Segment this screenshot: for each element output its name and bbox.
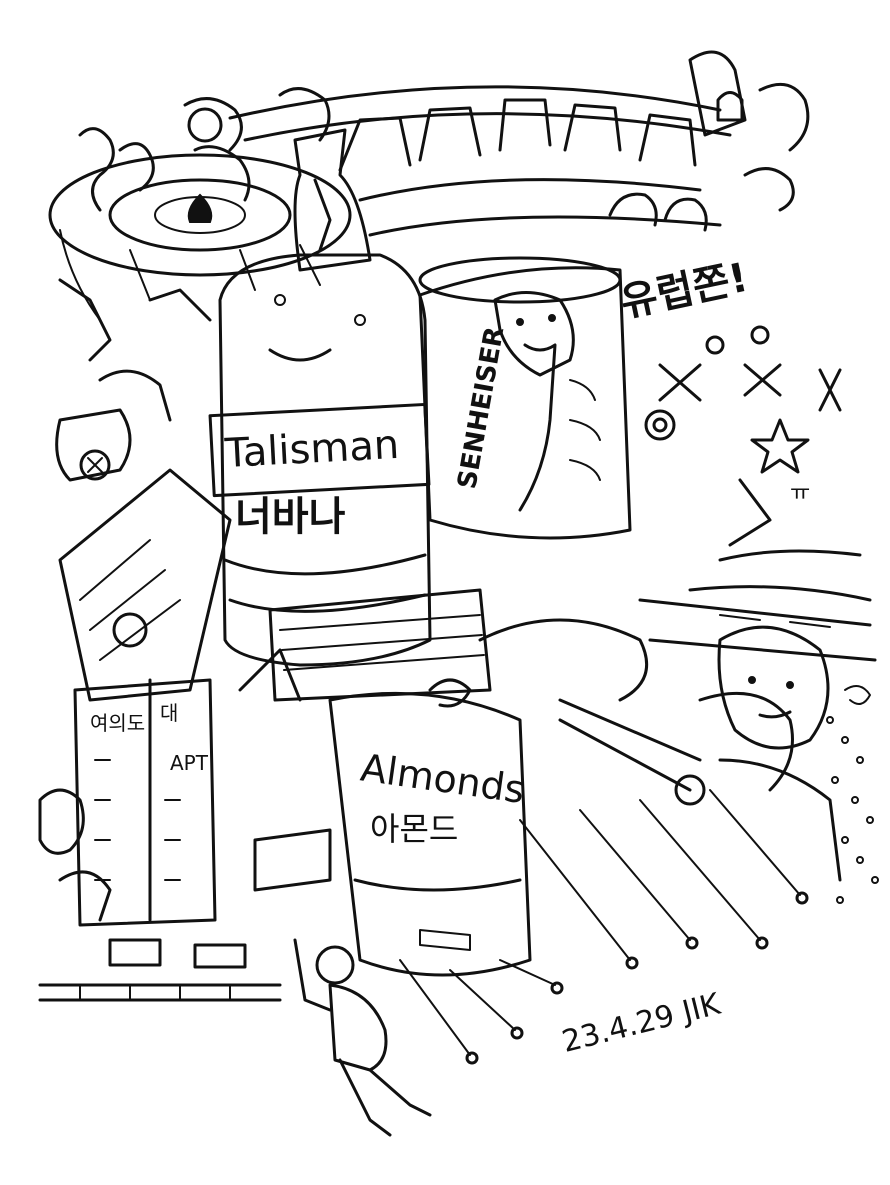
building-korean-1: 여의도	[90, 711, 145, 735]
symbol-text: ㅠ	[790, 481, 810, 506]
almonds-korean-label: 아몬드	[370, 810, 458, 848]
wavy-figures	[78, 87, 331, 212]
center-steps	[268, 588, 649, 702]
apartment-building: 여의도 대 APT	[38, 678, 217, 927]
dot-spray	[826, 716, 879, 904]
apt-label: APT	[170, 751, 209, 775]
climbing-figure	[293, 938, 432, 1137]
stadium-arches	[228, 50, 810, 237]
street-scene	[38, 828, 332, 1002]
talisman-korean-label: 너바나	[235, 494, 346, 540]
hand-tongs	[558, 691, 794, 806]
round-drum	[48, 153, 352, 321]
building-korean-2: 대	[160, 701, 178, 725]
right-person	[717, 625, 871, 882]
middle-buildings	[58, 468, 302, 702]
pin-lines	[399, 789, 809, 1065]
left-figure	[55, 278, 212, 482]
talisman-label: Talisman	[223, 422, 400, 477]
almonds-bag: Almonds 아몬드	[328, 678, 532, 977]
road	[638, 598, 877, 662]
